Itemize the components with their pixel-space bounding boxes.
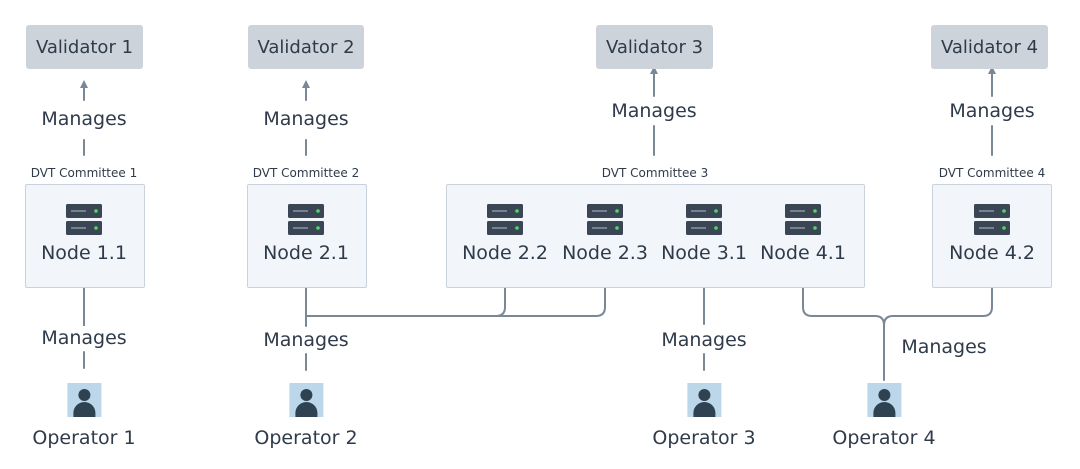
manages-label-operator1: Manages: [39, 326, 129, 350]
node-3-1: Node 3.1: [654, 204, 754, 264]
server-icon: [974, 204, 1010, 235]
validator-2: Validator 2: [248, 25, 364, 69]
user-avatar-icon: [867, 383, 901, 417]
server-icon: [288, 204, 324, 235]
operator-label: Operator 1: [32, 427, 136, 449]
user-avatar-icon: [687, 383, 721, 417]
operator-label: Operator 3: [652, 427, 756, 449]
connector-operator4-node41: [799, 276, 885, 381]
server-icon: [785, 204, 821, 235]
committee-label-2: DVT Committee 2: [252, 166, 360, 180]
committee-label-1: DVT Committee 1: [30, 166, 138, 180]
operator-1: Operator 1: [32, 383, 136, 449]
operator-3: Operator 3: [652, 383, 756, 449]
server-icon: [487, 204, 523, 235]
committee-label-3: DVT Committee 3: [601, 166, 709, 180]
user-avatar-icon: [289, 383, 323, 417]
node-1-1: Node 1.1: [34, 204, 134, 264]
committee-box-4: [932, 184, 1052, 288]
committee-box-2: [247, 184, 367, 288]
manages-label-validator3: Manages: [609, 99, 699, 123]
manages-label-validator1: Manages: [39, 107, 129, 131]
committee-box-1: [25, 184, 145, 288]
connector-operator2-node23: [305, 276, 609, 317]
server-icon: [686, 204, 722, 235]
manages-label-operator4: Manages: [899, 335, 989, 359]
node-2-2: Node 2.2: [455, 204, 555, 264]
committee-box-3: [446, 184, 865, 288]
manages-label-validator2: Manages: [261, 107, 351, 131]
node-label: Node 2.3: [562, 242, 648, 264]
node-label: Node 1.1: [41, 242, 127, 264]
validator-label: Validator 4: [940, 36, 1039, 58]
node-label: Node 2.2: [462, 242, 548, 264]
user-avatar-icon: [67, 383, 101, 417]
server-icon: [66, 204, 102, 235]
node-label: Node 4.2: [949, 242, 1035, 264]
validator-label: Validator 1: [35, 36, 134, 58]
committee-label-4: DVT Committee 4: [938, 166, 1046, 180]
node-2-1: Node 2.1: [256, 204, 356, 264]
node-4-1: Node 4.1: [753, 204, 853, 264]
manages-label-validator4: Manages: [947, 99, 1037, 123]
node-4-2: Node 4.2: [942, 204, 1042, 264]
validator-1: Validator 1: [26, 25, 143, 69]
validator-3: Validator 3: [596, 25, 713, 69]
manages-label-operator3: Manages: [659, 328, 749, 352]
server-icon: [587, 204, 623, 235]
validator-label: Validator 2: [257, 36, 355, 58]
operator-label: Operator 4: [832, 427, 936, 449]
node-label: Node 4.1: [760, 242, 846, 264]
operator-4: Operator 4: [832, 383, 936, 449]
node-2-3: Node 2.3: [555, 204, 655, 264]
validator-4: Validator 4: [931, 25, 1048, 69]
node-label: Node 2.1: [263, 242, 349, 264]
validator-label: Validator 3: [605, 36, 704, 58]
manages-label-operator2: Manages: [261, 328, 351, 352]
node-label: Node 3.1: [661, 242, 747, 264]
connector-operator4-node42: [883, 276, 996, 326]
operator-2: Operator 2: [254, 383, 358, 449]
operator-label: Operator 2: [254, 427, 358, 449]
